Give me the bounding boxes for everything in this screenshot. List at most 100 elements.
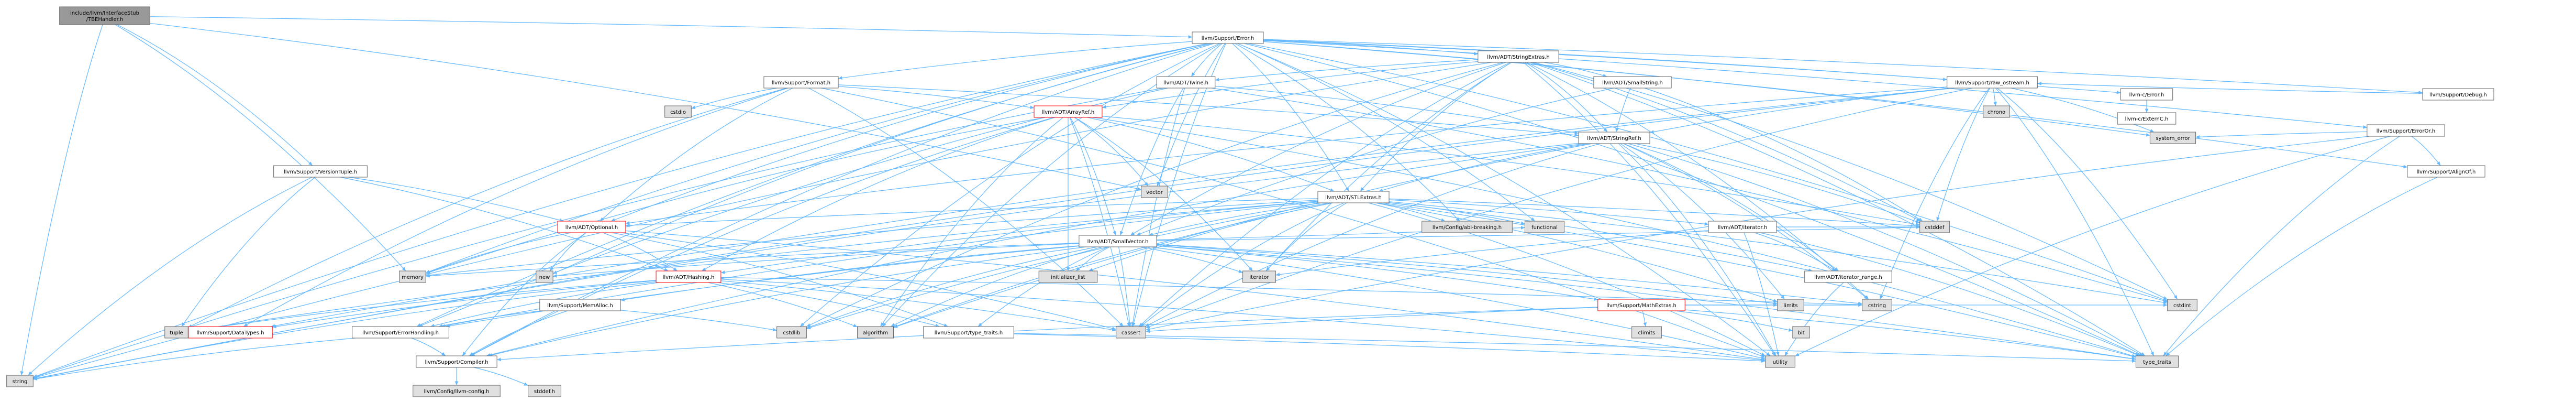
edge-stringextras-to-twine bbox=[1215, 59, 1478, 82]
edge-arrayref-to-vector bbox=[1074, 117, 1149, 187]
node-error[interactable]: llvm/Support/Error.h bbox=[1192, 31, 1264, 44]
node-label: include/llvm/InterfaceStub bbox=[70, 10, 139, 16]
edge-stlextras-to-iterator bbox=[1389, 199, 1709, 226]
edge-arrayref-to-hashing bbox=[702, 117, 1055, 271]
node-label: stddef.h bbox=[534, 389, 555, 395]
node-box bbox=[413, 385, 501, 397]
node-datatypes[interactable]: llvm/Support/DataTypes.h bbox=[188, 326, 273, 339]
node-erroror[interactable]: llvm/Support/ErrorOr.h bbox=[2367, 124, 2445, 137]
node-compiler[interactable]: llvm/Support/Compiler.h bbox=[416, 355, 497, 368]
node-smallvector[interactable]: llvm/ADT/SmallVector.h bbox=[1079, 235, 1157, 247]
node-label: llvm/Support/Format.h bbox=[772, 80, 830, 86]
edge-stringref-to-utility bbox=[1618, 143, 1776, 356]
edge-error-to-erroror bbox=[1263, 40, 2367, 129]
node-format[interactable]: llvm/Support/Format.h bbox=[763, 76, 839, 89]
node-box bbox=[1593, 76, 1672, 89]
node-cerror[interactable]: llvm-c/Error.h bbox=[2120, 88, 2173, 101]
edge-arrayref-to-cassert bbox=[1069, 117, 1130, 327]
edge-stlextras-to-functional bbox=[1389, 202, 1525, 225]
edge-stlextras-to-memory bbox=[426, 200, 1318, 277]
node-debug[interactable]: llvm/Support/Debug.h bbox=[2422, 88, 2494, 101]
edge-stlextras-to-cstdint bbox=[1389, 201, 2168, 305]
edge-stlextras-to-hashing bbox=[720, 201, 1318, 274]
node-box bbox=[1116, 326, 1146, 339]
edge-twine-to-cstdint bbox=[1212, 88, 2168, 302]
node-twine[interactable]: llvm/ADT/Twine.h bbox=[1156, 76, 1216, 89]
node-box bbox=[2407, 165, 2485, 178]
node-alignof[interactable]: llvm/Support/AlignOf.h bbox=[2407, 165, 2485, 178]
node-box bbox=[2422, 88, 2494, 101]
node-optional[interactable]: llvm/ADT/Optional.h bbox=[557, 221, 626, 233]
node-label: llvm/ADT/SmallVector.h bbox=[1087, 239, 1149, 245]
node-label: llvm/Support/DataTypes.h bbox=[196, 330, 264, 336]
node-errorhandling[interactable]: llvm/Support/ErrorHandling.h bbox=[352, 326, 449, 339]
node-cexternc[interactable]: llvm-c/ExternC.h bbox=[2117, 112, 2177, 125]
edge-rawostream-to-cstddef bbox=[1936, 88, 1991, 222]
edge-smallvector-to-errorhandling bbox=[446, 245, 1079, 328]
edge-stringextras-to-stringref bbox=[1525, 62, 1608, 133]
node-label: llvm/Support/Error.h bbox=[1202, 36, 1254, 41]
node-label: system_error bbox=[2156, 136, 2190, 142]
edge-twine-to-string bbox=[33, 88, 1164, 378]
node-label: llvm/Support/type_traits.h bbox=[935, 330, 1003, 336]
node-iterator[interactable]: llvm/ADT/iterator.h bbox=[1708, 221, 1777, 233]
node-stringref[interactable]: llvm/ADT/StringRef.h bbox=[1578, 132, 1650, 144]
edge-stringref-to-cstddef bbox=[1635, 143, 1920, 223]
edge-iterator-to-typetraits bbox=[1760, 232, 2140, 356]
node-label: limits bbox=[1783, 303, 1797, 309]
node-box bbox=[1708, 221, 1777, 233]
node-label: bit bbox=[1797, 330, 1804, 336]
edge-format-to-datatypes bbox=[243, 88, 789, 327]
edge-stringextras-to-arrayref bbox=[1102, 61, 1478, 109]
node-label: memory bbox=[402, 275, 424, 280]
edge-error-to-abibreaking bbox=[1235, 43, 1460, 222]
edge-stringref-to-algorithm bbox=[893, 143, 1593, 328]
node-stringextras[interactable]: llvm/ADT/StringExtras.h bbox=[1478, 50, 1559, 63]
edge-error-to-memory bbox=[426, 43, 1208, 274]
edge-error-to-string bbox=[33, 43, 1208, 378]
node-label: llvm/ADT/STLExtras.h bbox=[1325, 195, 1382, 201]
edge-typetraitsllvm-to-typetraits bbox=[1014, 333, 2136, 363]
node-label: algorithm bbox=[863, 330, 888, 336]
node-memalloc[interactable]: llvm/Support/MemAlloc.h bbox=[539, 299, 621, 311]
node-label: llvm/Support/VersionTuple.h bbox=[284, 169, 357, 175]
node-box bbox=[536, 270, 553, 283]
edge-erroror-to-alignof bbox=[2411, 136, 2441, 166]
edge-versiontuple-to-tuple bbox=[181, 177, 316, 327]
edge-rawostream-to-cstring bbox=[1880, 88, 1990, 300]
edge-error-to-cstdint bbox=[1248, 43, 2168, 301]
node-cassert: cassert bbox=[1116, 326, 1146, 339]
edge-versiontuple-to-optional bbox=[348, 177, 564, 222]
node-label: utility bbox=[1773, 360, 1788, 365]
node-box bbox=[763, 76, 839, 89]
edge-stringextras-to-utility bbox=[1523, 62, 1776, 356]
edge-hashing-to-cassert bbox=[720, 280, 1116, 332]
edge-stlextras-to-limits bbox=[1376, 202, 1778, 302]
node-mathextras[interactable]: llvm/Support/MathExtras.h bbox=[1597, 299, 1685, 311]
node-stlextras[interactable]: llvm/ADT/STLExtras.h bbox=[1317, 191, 1390, 203]
node-label: llvm/Support/MathExtras.h bbox=[1606, 303, 1676, 309]
node-box bbox=[188, 326, 273, 339]
edge-arrayref-to-typetraits bbox=[1093, 117, 2136, 357]
edge-stlextras-to-iteratorstd bbox=[1265, 202, 1347, 271]
node-iteratorrange[interactable]: llvm/ADT/iterator_range.h bbox=[1804, 270, 1892, 283]
node-hashing[interactable]: llvm/ADT/Hashing.h bbox=[656, 270, 721, 283]
node-rawostream[interactable]: llvm/Support/raw_ostream.h bbox=[1947, 76, 2038, 89]
node-typetraitsllvm[interactable]: llvm/Support/type_traits.h bbox=[923, 326, 1014, 339]
edge-rawostream-to-cassert bbox=[1146, 88, 1973, 329]
node-arrayref[interactable]: llvm/ADT/ArrayRef.h bbox=[1034, 105, 1103, 118]
edge-smallstring-to-smallvector bbox=[1136, 88, 1614, 236]
edge-optional-to-memory bbox=[426, 232, 571, 274]
edge-error-to-stlextras bbox=[1232, 43, 1349, 192]
edge-stlextras-to-tuple bbox=[188, 201, 1318, 332]
edge-versiontuple-to-hashing bbox=[340, 177, 669, 271]
node-smallstring[interactable]: llvm/ADT/SmallString.h bbox=[1593, 76, 1672, 89]
edge-stringref-to-cassert bbox=[1145, 143, 1600, 327]
edge-rawostream-to-systemerror bbox=[2011, 88, 2155, 133]
edge-arrayref-to-cstddef bbox=[1102, 116, 1920, 226]
edge-smallvector-to-cstring bbox=[1157, 244, 1862, 306]
node-box bbox=[1777, 299, 1804, 311]
node-versiontuple[interactable]: llvm/Support/VersionTuple.h bbox=[273, 165, 368, 178]
node-label: llvm/Support/raw_ostream.h bbox=[1955, 80, 2029, 86]
edge-root-to-error bbox=[150, 16, 1193, 39]
